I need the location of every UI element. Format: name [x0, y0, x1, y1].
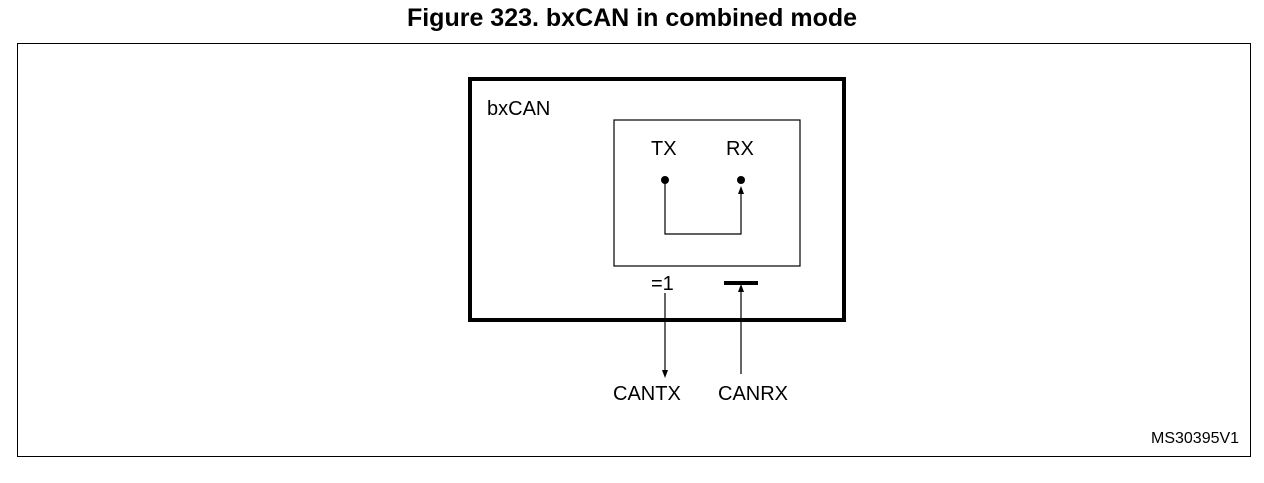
- bxcan-block: [468, 77, 846, 322]
- figure-frame: [17, 43, 1251, 457]
- internal-loopback-wire: [664, 180, 744, 235]
- rx-node-dot: [737, 176, 745, 184]
- tx-output-value: =1: [651, 273, 674, 295]
- figure-title: Figure 323. bxCAN in combined mode: [406, 4, 858, 32]
- loopback-box: [613, 119, 801, 267]
- canrx-pin-label: CANRX: [718, 383, 789, 405]
- rx-label: RX: [726, 138, 754, 160]
- cantx-pin-label: CANTX: [613, 383, 681, 405]
- figure-reference-code: MS30395V1: [1151, 430, 1240, 447]
- bxcan-block-label: bxCAN: [487, 98, 551, 120]
- tx-label: TX: [651, 138, 677, 160]
